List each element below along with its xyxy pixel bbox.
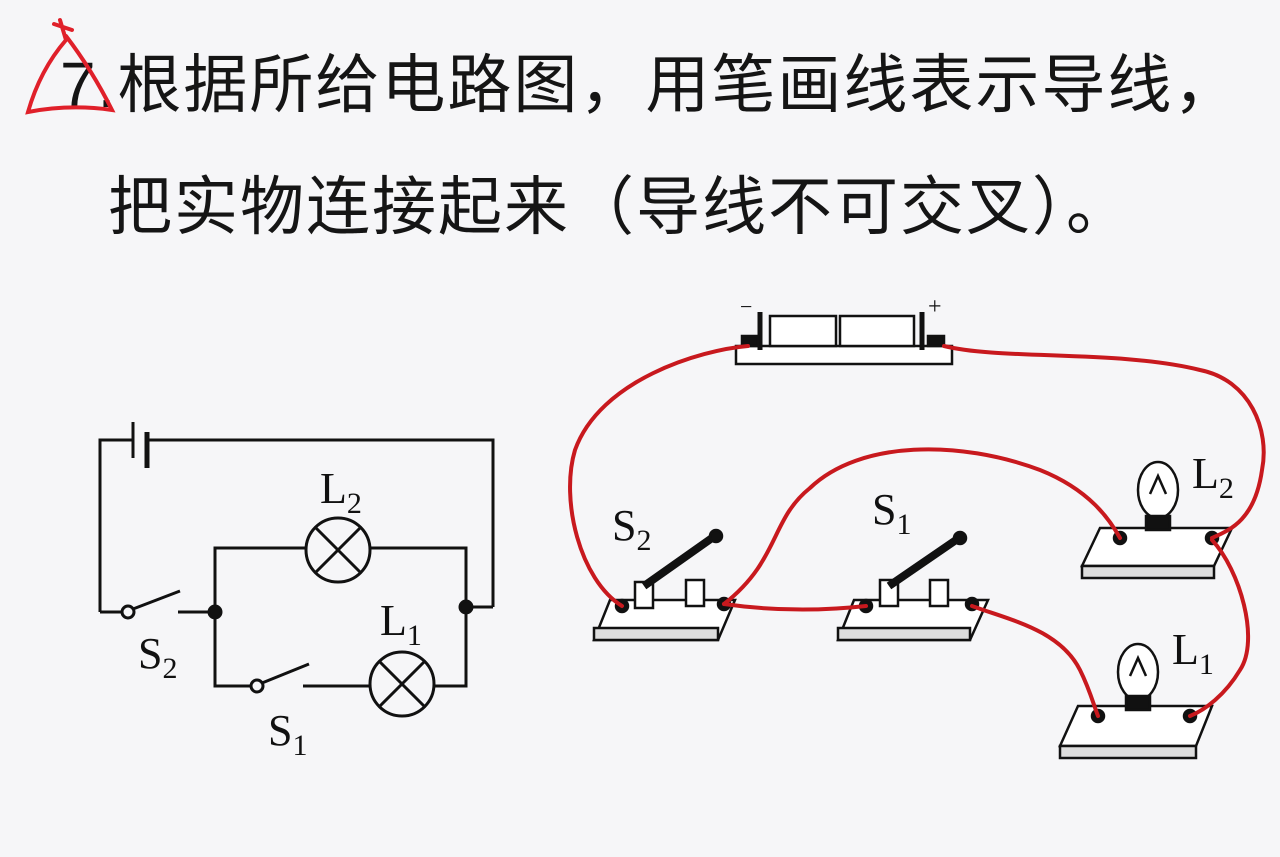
schematic-label-s1: S1 (268, 706, 307, 762)
switch-s2-physical (592, 528, 737, 642)
question-text-1: 根据所给电路图，用笔画线表示导线， (117, 49, 1240, 123)
schematic-wire-s1-left (213, 612, 250, 688)
schematic-wire-top-right (147, 438, 495, 607)
lamp-l2-symbol (304, 516, 372, 584)
physical-label-l2: L2 (1192, 449, 1234, 505)
wire-l2-to-l1 (1188, 538, 1251, 718)
schematic-label-s2: S2 (138, 629, 177, 685)
lamp-l1-symbol (368, 650, 436, 718)
switch-s1-blade (261, 662, 310, 685)
battery-holder (734, 312, 954, 366)
schematic-diagram (98, 422, 495, 718)
battery-pos-label: + (928, 294, 942, 320)
question-line-2: 把实物连接起来（导线不可交叉）。 (108, 171, 1132, 245)
schematic-wire-l2-left (213, 546, 305, 612)
physical-label-s2: S2 (612, 501, 651, 557)
teacher-mark-triangle (25, 18, 116, 115)
wire-s2-to-l2 (722, 447, 1122, 606)
schematic-wire-l1-right (434, 607, 468, 688)
physical-label-s1: S1 (872, 485, 911, 541)
switch-s2-blade (132, 589, 181, 611)
wire-s2-to-s1 (722, 602, 868, 612)
wire-s1-to-l1 (970, 604, 1100, 718)
schematic-label-l2: L2 (320, 464, 362, 520)
switch-s2-pivot (120, 604, 136, 620)
question-line-1: 7.根据所给电路图，用笔画线表示导线， (60, 34, 1239, 126)
physical-label-l1: L1 (1172, 625, 1214, 681)
switch-s1-pivot (249, 678, 265, 694)
battery-neg-label: − (740, 294, 752, 319)
battery-symbol (131, 422, 150, 468)
drawn-wires (568, 344, 1266, 718)
schematic-wire-top-left (98, 438, 133, 612)
switch-s1-physical (836, 530, 990, 642)
wire-battery-neg-to-s2 (568, 344, 750, 608)
wire-battery-pos-to-l2 (942, 344, 1266, 540)
schematic-wire-l2-right (371, 546, 468, 607)
schematic-label-l1: L1 (380, 596, 422, 652)
